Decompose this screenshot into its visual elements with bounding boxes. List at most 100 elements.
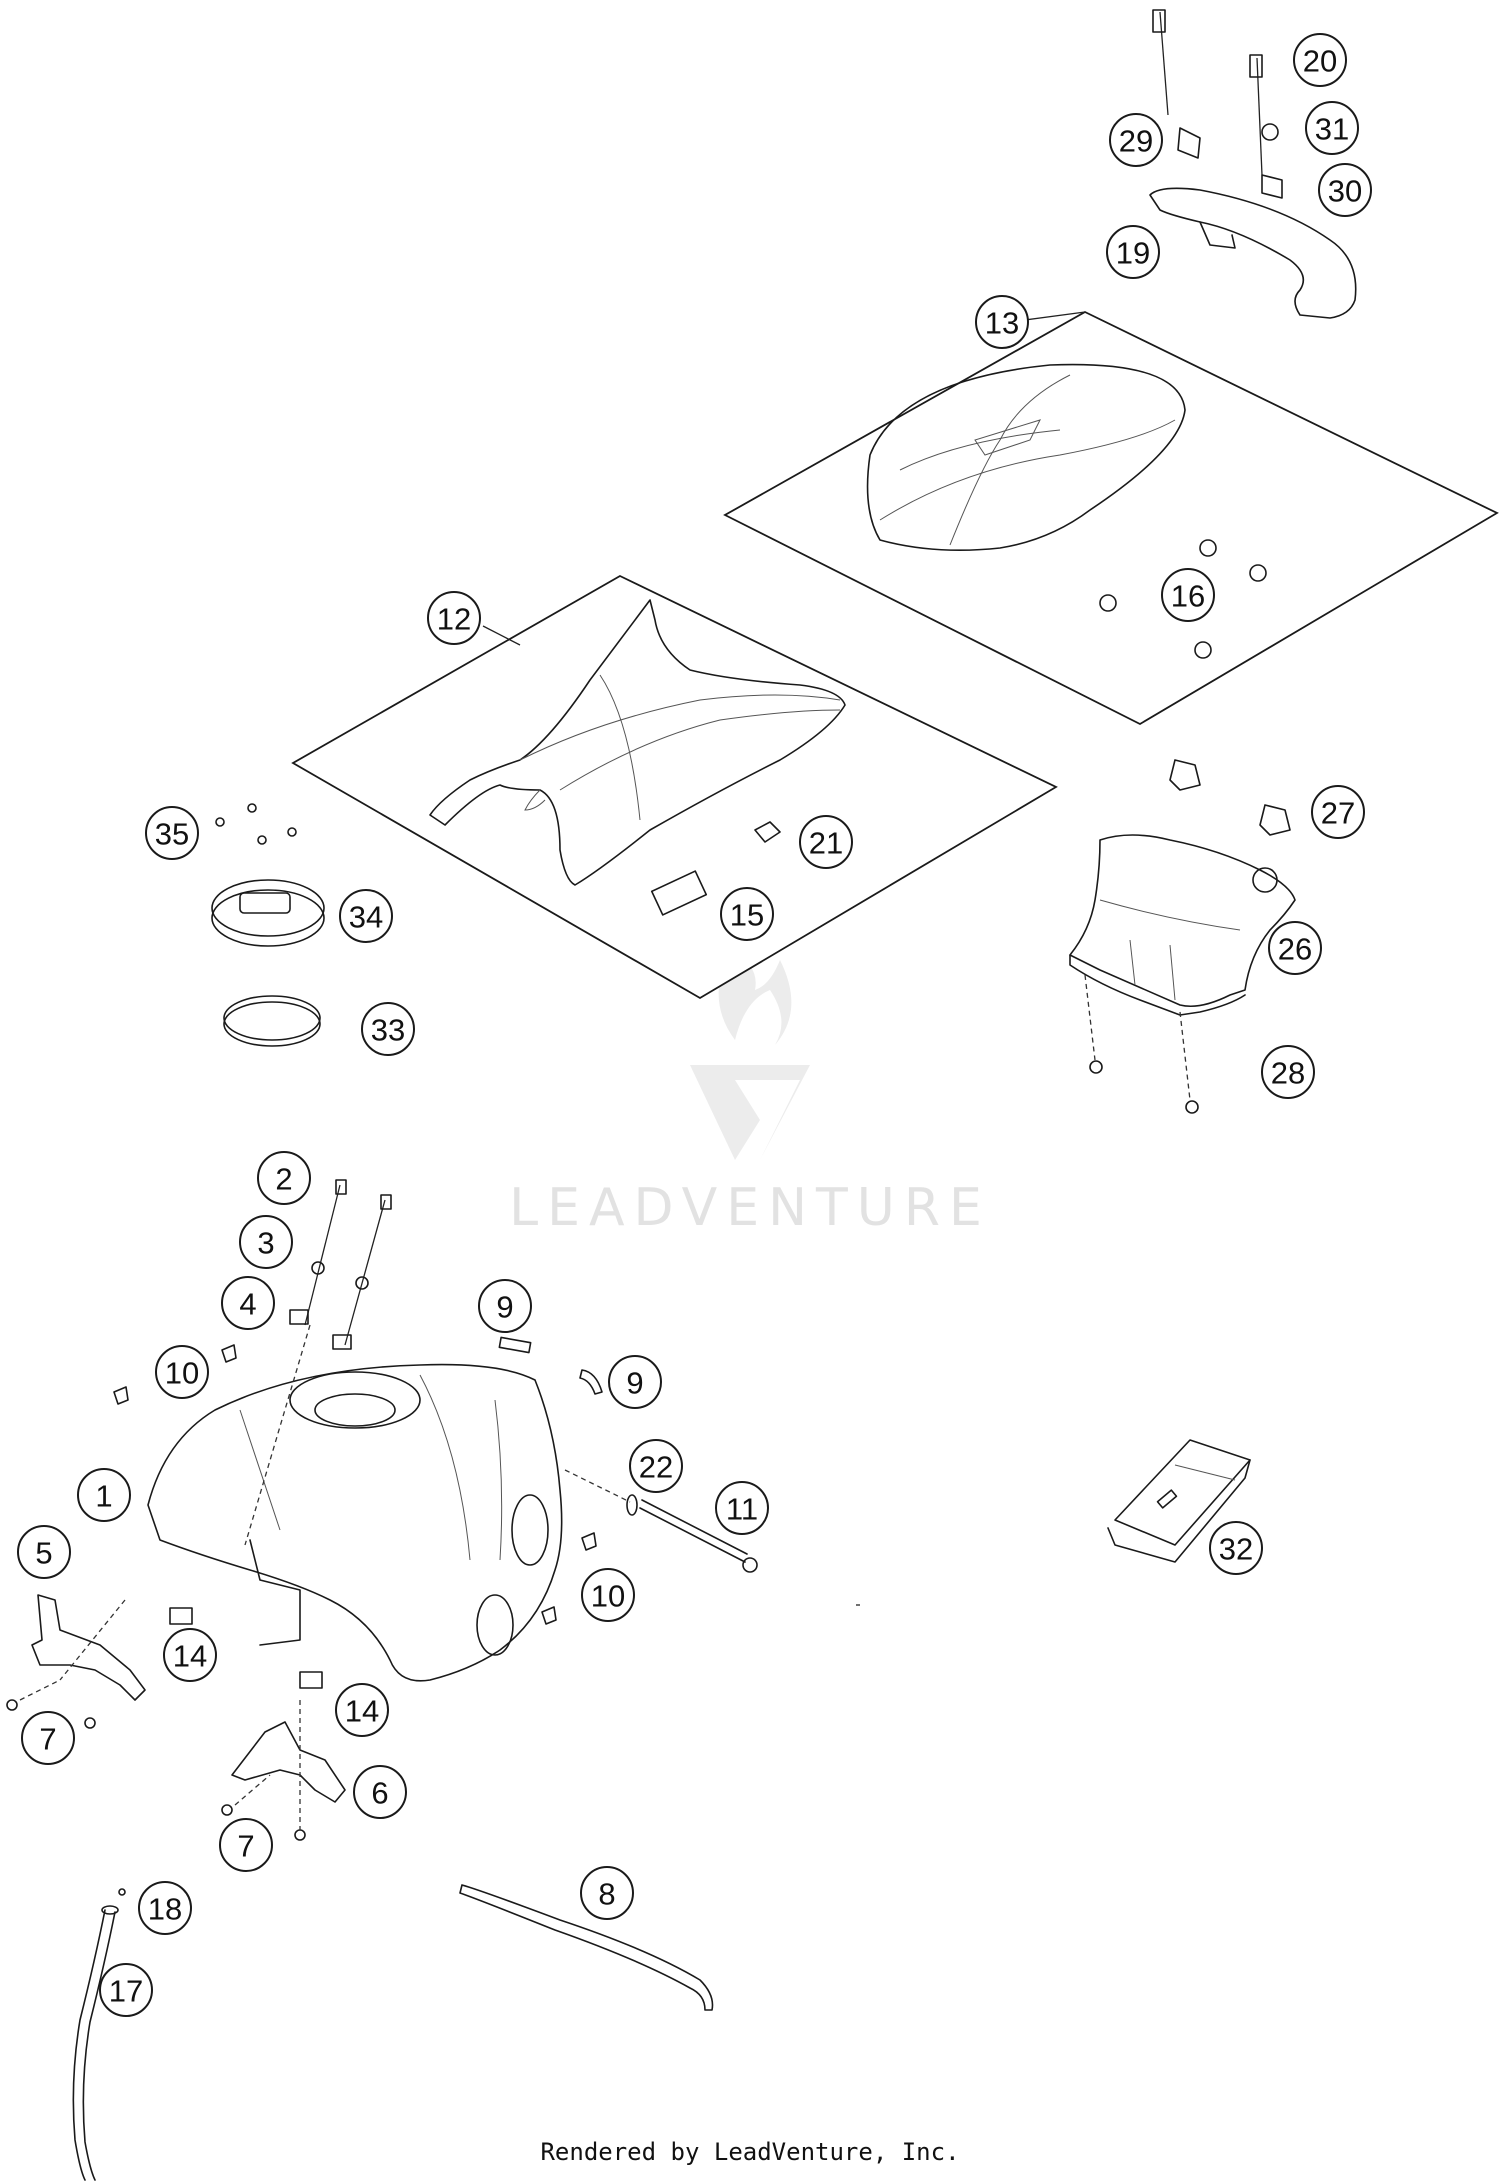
callout-label: 28 [1271,1056,1305,1091]
callout-5: 5 [17,1525,71,1579]
callout-label: 34 [349,900,383,935]
callout-circle [1261,1045,1315,1099]
callout-7: 7 [219,1818,273,1872]
callout-17: 17 [99,1963,153,2017]
callout-13: 13 [975,295,1029,349]
callout-label: 19 [1116,236,1150,271]
callout-circle [1305,101,1359,155]
callout-12: 12 [427,591,481,645]
footer-credit: Rendered by LeadVenture, Inc. [540,2138,959,2166]
tank-mounting-screws [244,1179,392,1546]
callout-26: 26 [1268,921,1322,975]
callout-circle [239,1215,293,1269]
callout-label: 5 [35,1536,52,1571]
callout-circle [1161,568,1215,622]
callout-circle [1318,163,1372,217]
callout-circle [99,1963,153,2017]
callout-label: 14 [345,1694,379,1729]
watermark-text: LEADVENTURE [509,1178,991,1238]
callout-label: 6 [371,1776,388,1811]
tool-pouch [1107,1439,1251,1563]
callout-circle [155,1345,209,1399]
callout-1: 1 [77,1468,131,1522]
callout-label: 13 [985,306,1019,341]
callout-32: 32 [1209,1521,1263,1575]
callout-label: 10 [591,1579,625,1614]
callout-3: 3 [239,1215,293,1269]
callout-circle [361,1002,415,1056]
callout-circle [221,1276,275,1330]
callout-circle [608,1355,662,1409]
drain-hose [72,1888,126,2181]
callout-7: 7 [21,1711,75,1765]
fuel-cap-assembly [211,803,325,1047]
callout-circle [21,1711,75,1765]
callout-circle [580,1866,634,1920]
grab-handle-assembly [1149,9,1357,319]
callout-11: 11 [715,1481,769,1535]
callout-label: 22 [639,1450,673,1485]
callout-15: 15 [720,887,774,941]
callout-label: 16 [1171,579,1205,614]
callout-35: 35 [145,806,199,860]
callout-18: 18 [138,1881,192,1935]
callout-circle [17,1525,71,1579]
clips [113,1336,603,1625]
callout-circle [1109,113,1163,167]
callout-circle [581,1568,635,1622]
callout-14: 14 [335,1683,389,1737]
callout-9: 9 [608,1355,662,1409]
callout-label: 35 [155,817,189,852]
callout-31: 31 [1305,101,1359,155]
callout-circle [1311,785,1365,839]
callout-circle [427,591,481,645]
callout-label: 27 [1321,796,1355,831]
callout-22: 22 [629,1439,683,1493]
callout-20: 20 [1293,33,1347,87]
callout-label: 26 [1278,932,1312,967]
callout-label: 4 [239,1287,256,1322]
callout-label: 1 [95,1479,112,1514]
callout-9: 9 [478,1279,532,1333]
callout-10: 10 [581,1568,635,1622]
callout-label: 9 [496,1290,513,1325]
callout-circle [1209,1521,1263,1575]
callout-label: 10 [165,1356,199,1391]
callout-circle [720,887,774,941]
callout-33: 33 [361,1002,415,1056]
rubber-strip [459,1884,714,2011]
callout-label: 32 [1219,1532,1253,1567]
callout-circle [629,1439,683,1493]
callout-circle [163,1628,217,1682]
callout-circle [1268,921,1322,975]
fuel-tank [147,1363,563,1689]
callout-label: 7 [237,1829,254,1864]
callout-21: 21 [799,815,853,869]
callout-circle [219,1818,273,1872]
front-seat-assembly [291,574,1058,1000]
callout-circle [335,1683,389,1737]
tank-bolt [564,1469,758,1573]
callout-label: 7 [39,1722,56,1757]
callout-27: 27 [1311,785,1365,839]
callout-label: 21 [809,826,843,861]
callout-34: 34 [339,889,393,943]
callout-30: 30 [1318,163,1372,217]
callout-label: 2 [275,1162,292,1197]
callout-29: 29 [1109,113,1163,167]
callout-label: 14 [173,1639,207,1674]
callout-28: 28 [1261,1045,1315,1099]
callout-circle [138,1881,192,1935]
callout-label: 3 [257,1226,274,1261]
callout-label: 11 [726,1492,758,1527]
callout-circle [799,815,853,869]
leadventure-watermark: LEADVENTURE [509,950,991,1238]
callout-circle [1293,33,1347,87]
callout-6: 6 [353,1765,407,1819]
callout-label: 30 [1328,174,1362,209]
callout-10: 10 [155,1345,209,1399]
callout-circle [353,1765,407,1819]
callout-label: 20 [1303,44,1337,79]
callout-label: 18 [148,1892,182,1927]
